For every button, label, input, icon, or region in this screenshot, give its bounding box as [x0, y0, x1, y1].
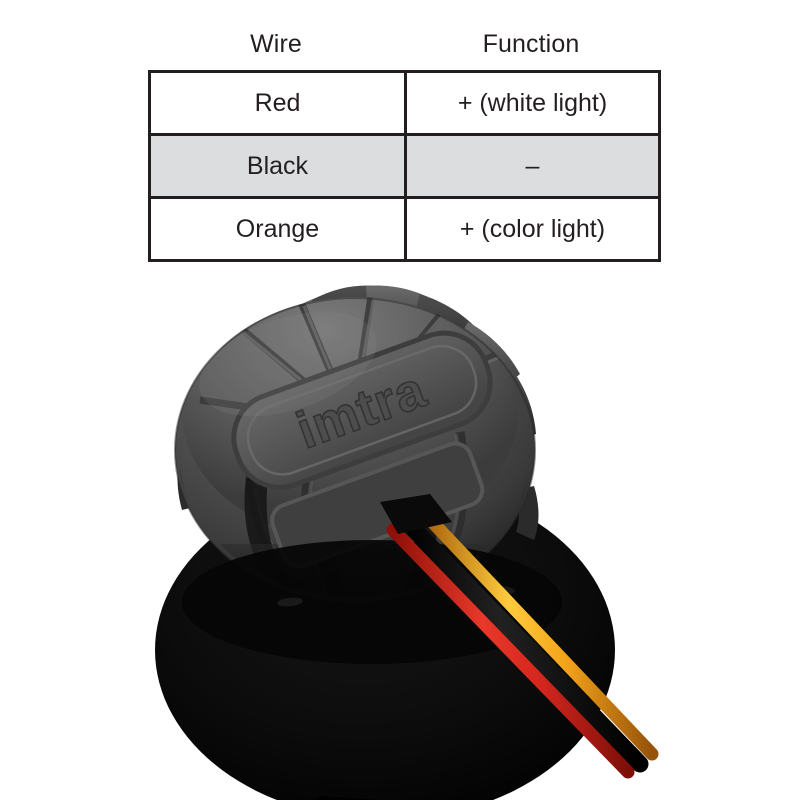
cell-function-orange: + (color light)	[404, 196, 661, 262]
lower-plate	[270, 441, 485, 569]
column-header-function: Function	[482, 29, 580, 58]
table-row: Black –	[148, 133, 661, 199]
cell-wire-red: Red	[148, 70, 407, 136]
product-photo: imtra	[0, 272, 800, 800]
brand-plate	[231, 330, 493, 490]
cell-wire-black: Black	[148, 133, 407, 199]
red-wire	[386, 523, 635, 779]
black-wire	[396, 511, 649, 773]
orange-wire	[414, 503, 659, 761]
wiring-table: Red + (white light) Black – Orange + (co…	[148, 70, 661, 262]
table-row: Red + (white light)	[148, 70, 661, 136]
led-fixture-illustration: imtra	[155, 285, 659, 800]
wiring-table-block: Wire Function Red + (white light) Black …	[148, 18, 661, 262]
table-row: Orange + (color light)	[148, 196, 661, 262]
cell-function-red: + (white light)	[404, 70, 661, 136]
column-header-wire: Wire	[250, 29, 302, 58]
cell-function-black: –	[404, 133, 661, 199]
mounting-slot	[571, 456, 595, 464]
cell-wire-orange: Orange	[148, 196, 407, 262]
wire-harness	[380, 494, 659, 779]
table-header-row: Wire Function	[148, 18, 658, 70]
